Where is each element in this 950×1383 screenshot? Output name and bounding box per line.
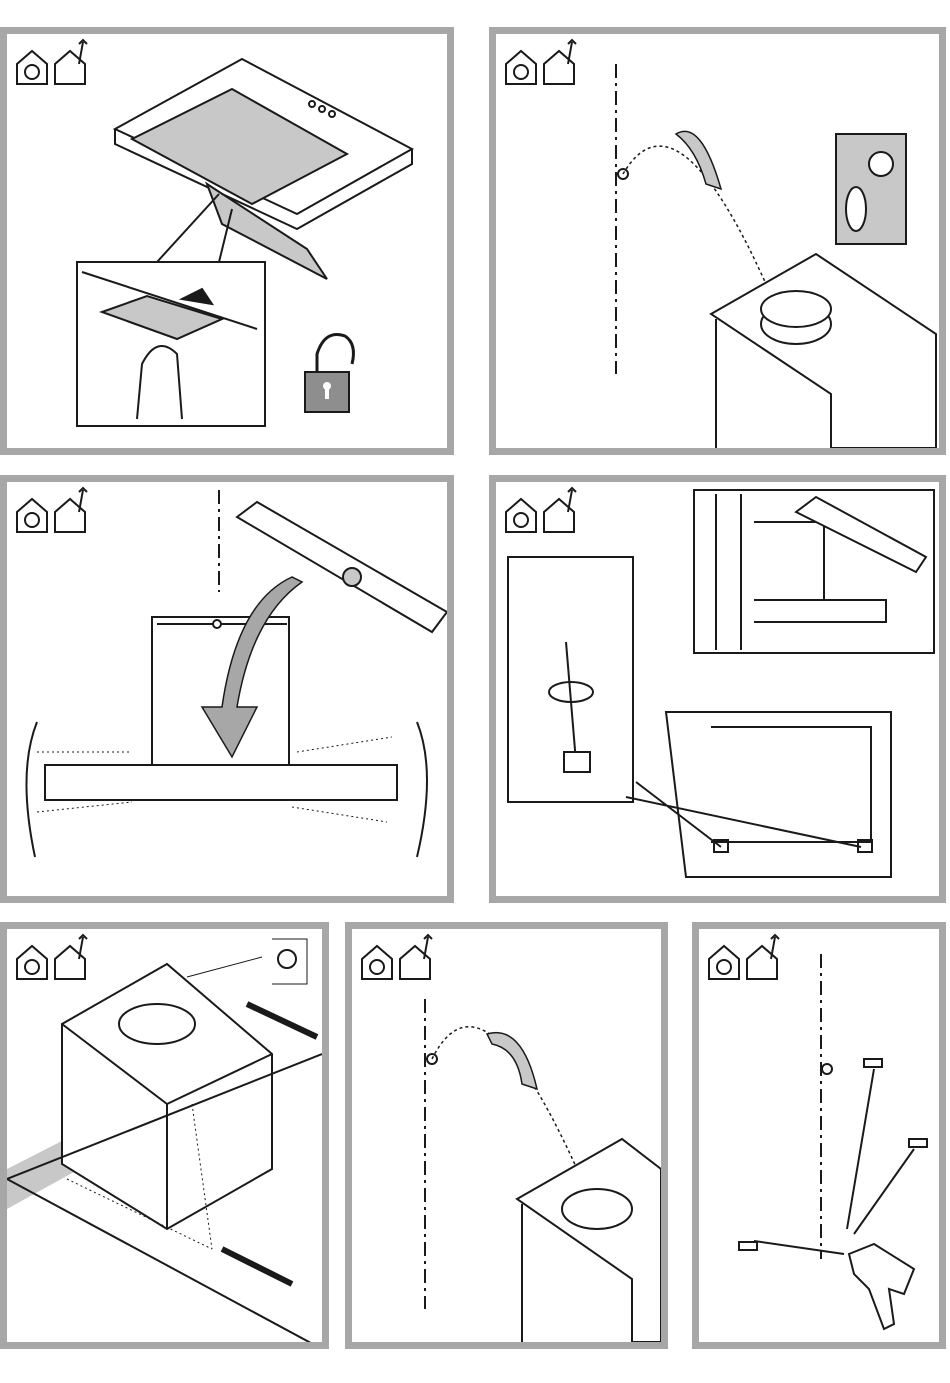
extraction-house-icon — [544, 40, 576, 84]
recirculation-house-icon — [506, 51, 536, 84]
level-hood-illustration — [7, 482, 447, 896]
extraction-house-icon — [544, 488, 576, 532]
recirculation-house-icon — [17, 946, 47, 979]
drill-holes-illustration — [699, 929, 939, 1342]
hood-frame — [626, 712, 891, 877]
recirculation-house-icon — [17, 499, 47, 532]
hood-underside-illustration — [7, 34, 447, 448]
wall-level-detail — [694, 490, 934, 653]
panel-remove-grease-filter — [0, 27, 454, 455]
panel-level-hood — [0, 475, 454, 903]
wall-plug — [739, 1242, 757, 1250]
tilt-arrow-left — [26, 722, 37, 857]
adjust-screws-illustration — [496, 482, 939, 896]
extraction-house-icon — [55, 935, 87, 979]
hood-chimney-top — [711, 254, 936, 448]
hood-chimney — [62, 964, 272, 1229]
drill-icon — [849, 1244, 914, 1329]
panel-drill-holes — [692, 922, 946, 1349]
hang-hood-illustration — [496, 34, 939, 448]
recirculation-house-icon — [17, 51, 47, 84]
wall-plug — [909, 1139, 927, 1147]
panel-hang-on-wall — [345, 922, 668, 1349]
screwdriver-detail — [508, 557, 633, 802]
extraction-house-icon — [55, 40, 87, 84]
up-arrow — [676, 131, 721, 189]
wall-plug — [864, 1059, 882, 1067]
mark-holes-illustration — [7, 929, 322, 1342]
hang-on-wall-illustration — [352, 929, 661, 1342]
extraction-house-icon — [55, 488, 87, 532]
recirculation-house-icon — [362, 946, 392, 979]
keyhole-detail — [836, 134, 906, 244]
down-arrow — [487, 1033, 537, 1089]
recirculation-house-icon — [506, 499, 536, 532]
cooker-hood-shape — [115, 59, 412, 279]
panel-hang-on-screw — [489, 27, 946, 455]
panel-adjust-level-screws — [489, 475, 946, 903]
extraction-house-icon — [747, 935, 779, 979]
hood-chimney-top — [517, 1139, 661, 1342]
panel-mark-holes — [0, 922, 329, 1349]
extraction-house-icon — [400, 935, 432, 979]
keyhole-mark — [278, 950, 296, 968]
unlock-icon — [305, 334, 353, 412]
tilt-arrow-right — [417, 722, 427, 857]
recirculation-house-icon — [709, 946, 739, 979]
